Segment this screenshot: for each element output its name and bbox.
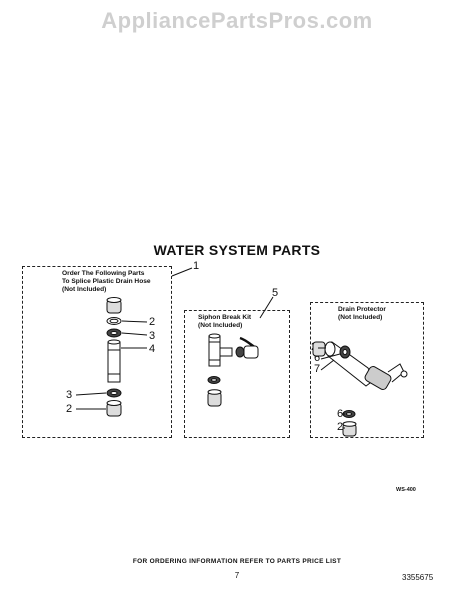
leaders-left-box — [75, 320, 148, 410]
callout-2-bottom-left: 2 — [66, 403, 73, 415]
drain-protector-label-1: Drain Protector — [338, 306, 386, 313]
siphon-adapter — [235, 345, 259, 359]
hose-connector-top — [106, 297, 122, 314]
callout-2-right-bottom: 2 — [337, 421, 344, 433]
drain-washer-bottom — [342, 410, 356, 418]
hose-connector-bottom — [106, 400, 122, 417]
callout-4: 4 — [149, 343, 156, 355]
callout-2-top-left: 2 — [149, 316, 156, 328]
splice-parts-label-2: To Splice Plastic Drain Hose — [62, 278, 151, 285]
callout-3-top-left: 3 — [149, 330, 156, 342]
splice-tube — [107, 339, 121, 383]
splice-parts-label-3: (Not Included) — [62, 286, 107, 293]
leader-callout-5 — [259, 296, 274, 319]
siphon-connector — [207, 389, 222, 407]
callout-6-right-bottom: 6 — [337, 408, 344, 420]
callout-3-bottom-left: 3 — [66, 389, 73, 401]
diagram-code: WS-400 — [396, 487, 416, 493]
drain-washer-top — [339, 345, 351, 359]
callout-5: 5 — [272, 287, 279, 299]
ordering-info-footer: FOR ORDERING INFORMATION REFER TO PARTS … — [132, 558, 342, 565]
siphon-break-kit-label-1: Siphon Break Kit — [198, 314, 252, 321]
callout-7: 7 — [314, 363, 321, 375]
leader-callout-1 — [171, 267, 193, 277]
washer-bottom — [106, 388, 122, 398]
splice-parts-box — [22, 266, 172, 438]
drain-connector-top — [312, 341, 326, 357]
callout-1: 1 — [193, 260, 200, 272]
siphon-break-kit-box — [184, 310, 290, 438]
drain-protector-body — [324, 341, 408, 390]
drain-protector-label-2: (Not Included) — [338, 314, 383, 321]
callout-6-right-top: 6 — [314, 352, 321, 364]
siphon-break-kit-label-2: (Not Included) — [198, 322, 243, 329]
drain-protector-box — [310, 302, 424, 438]
washer-top — [106, 328, 122, 338]
watermark: AppliancePartsPros.com — [101, 8, 373, 33]
leaders-right-box — [318, 347, 345, 429]
hose-clamp-top — [106, 317, 122, 325]
page-number: 7 — [234, 571, 240, 580]
page-title: WATER SYSTEM PARTS — [153, 242, 321, 258]
drain-connector-bottom — [342, 421, 357, 437]
document-number: 3355675 — [402, 573, 434, 582]
siphon-tee — [208, 333, 233, 367]
splice-parts-label-1: Order The Following Parts — [62, 270, 145, 277]
siphon-washer — [207, 376, 221, 384]
